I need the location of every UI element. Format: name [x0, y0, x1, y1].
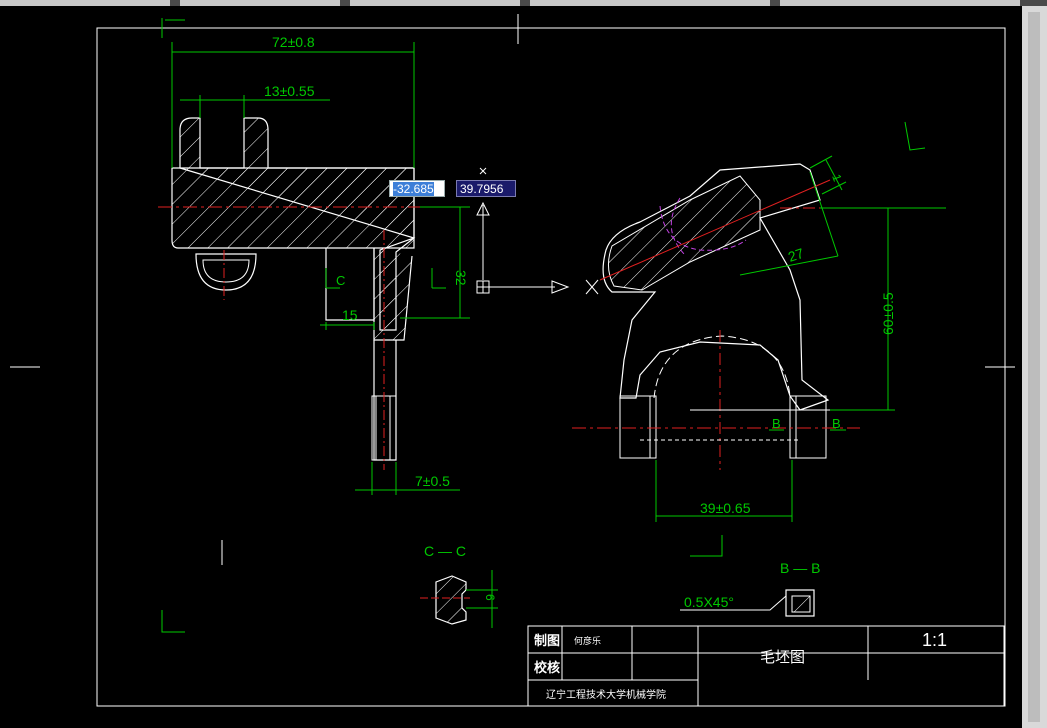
- section-c-dimension: [466, 570, 498, 628]
- title-block-checked-label: 校核: [534, 660, 560, 675]
- title-block-scale: 1:1: [922, 630, 947, 650]
- dim-slot-width: 13±0.55: [264, 83, 315, 99]
- toolbar-segment[interactable]: [350, 0, 520, 6]
- title-block-drawing-name: 毛坯图: [760, 649, 805, 666]
- top-toolbar-strip: [0, 0, 1047, 6]
- dim-arm-length: 27: [786, 245, 806, 265]
- dim-rod-width: 7±0.5: [415, 473, 450, 489]
- vertical-scrollbar[interactable]: [1022, 6, 1047, 728]
- toolbar-segment[interactable]: [180, 0, 340, 6]
- left-section-view[interactable]: [158, 117, 470, 470]
- dim-chamfer: 0.5X45°: [684, 594, 734, 610]
- dynamic-input-y[interactable]: 39.7956: [456, 180, 516, 197]
- title-block-school: 辽宁工程技术大学机械学院: [546, 688, 666, 701]
- title-block: [527, 625, 1005, 707]
- trim-mark: [690, 535, 723, 557]
- dim-section-c-thickness: 6: [483, 594, 497, 601]
- left-dimensions: [171, 42, 470, 495]
- trim-mark: [161, 610, 185, 633]
- section-c-title: C — C: [424, 543, 466, 559]
- title-block-drawn-label: 制图: [534, 633, 560, 648]
- label-section-b-right: B: [832, 416, 841, 431]
- drawing-border: [96, 27, 1006, 707]
- dim-edge: 1: [829, 172, 845, 183]
- toolbar-segment[interactable]: [0, 0, 170, 6]
- fork-axis: [599, 179, 831, 281]
- dim-jaw-width: 39±0.65: [700, 500, 751, 516]
- label-section-c: C: [336, 273, 345, 288]
- dynamic-input-x[interactable]: -32.685: [389, 180, 445, 197]
- scrollbar-track[interactable]: [1028, 12, 1040, 722]
- right-fork-view[interactable]: [572, 163, 940, 470]
- section-b-profile[interactable]: [680, 589, 815, 617]
- toolbar-segment[interactable]: [780, 0, 1020, 6]
- dim-neck-width: 15: [342, 307, 358, 323]
- label-section-b-left: B: [772, 416, 781, 431]
- section-c-profile[interactable]: [435, 575, 467, 625]
- cad-cursor[interactable]: [476, 167, 599, 295]
- right-dimensions: [655, 155, 946, 522]
- trim-mark: [904, 121, 926, 151]
- dim-fork-height: 60±0.5: [880, 292, 896, 335]
- dynamic-input-x-value[interactable]: -32.685: [393, 182, 434, 196]
- dim-top-width: 72±0.8: [272, 34, 315, 50]
- drawing-canvas[interactable]: 72±0.8 13±0.55 32 15 C 7±0.5: [0, 6, 1022, 728]
- cad-drawing[interactable]: 72±0.8 13±0.55 32 15 C 7±0.5: [0, 6, 1022, 728]
- title-block-drawn-by: 何彦乐: [574, 635, 601, 646]
- dim-section-depth: 32: [453, 270, 469, 286]
- section-b-title: B — B: [780, 560, 820, 576]
- toolbar-segment[interactable]: [530, 0, 770, 6]
